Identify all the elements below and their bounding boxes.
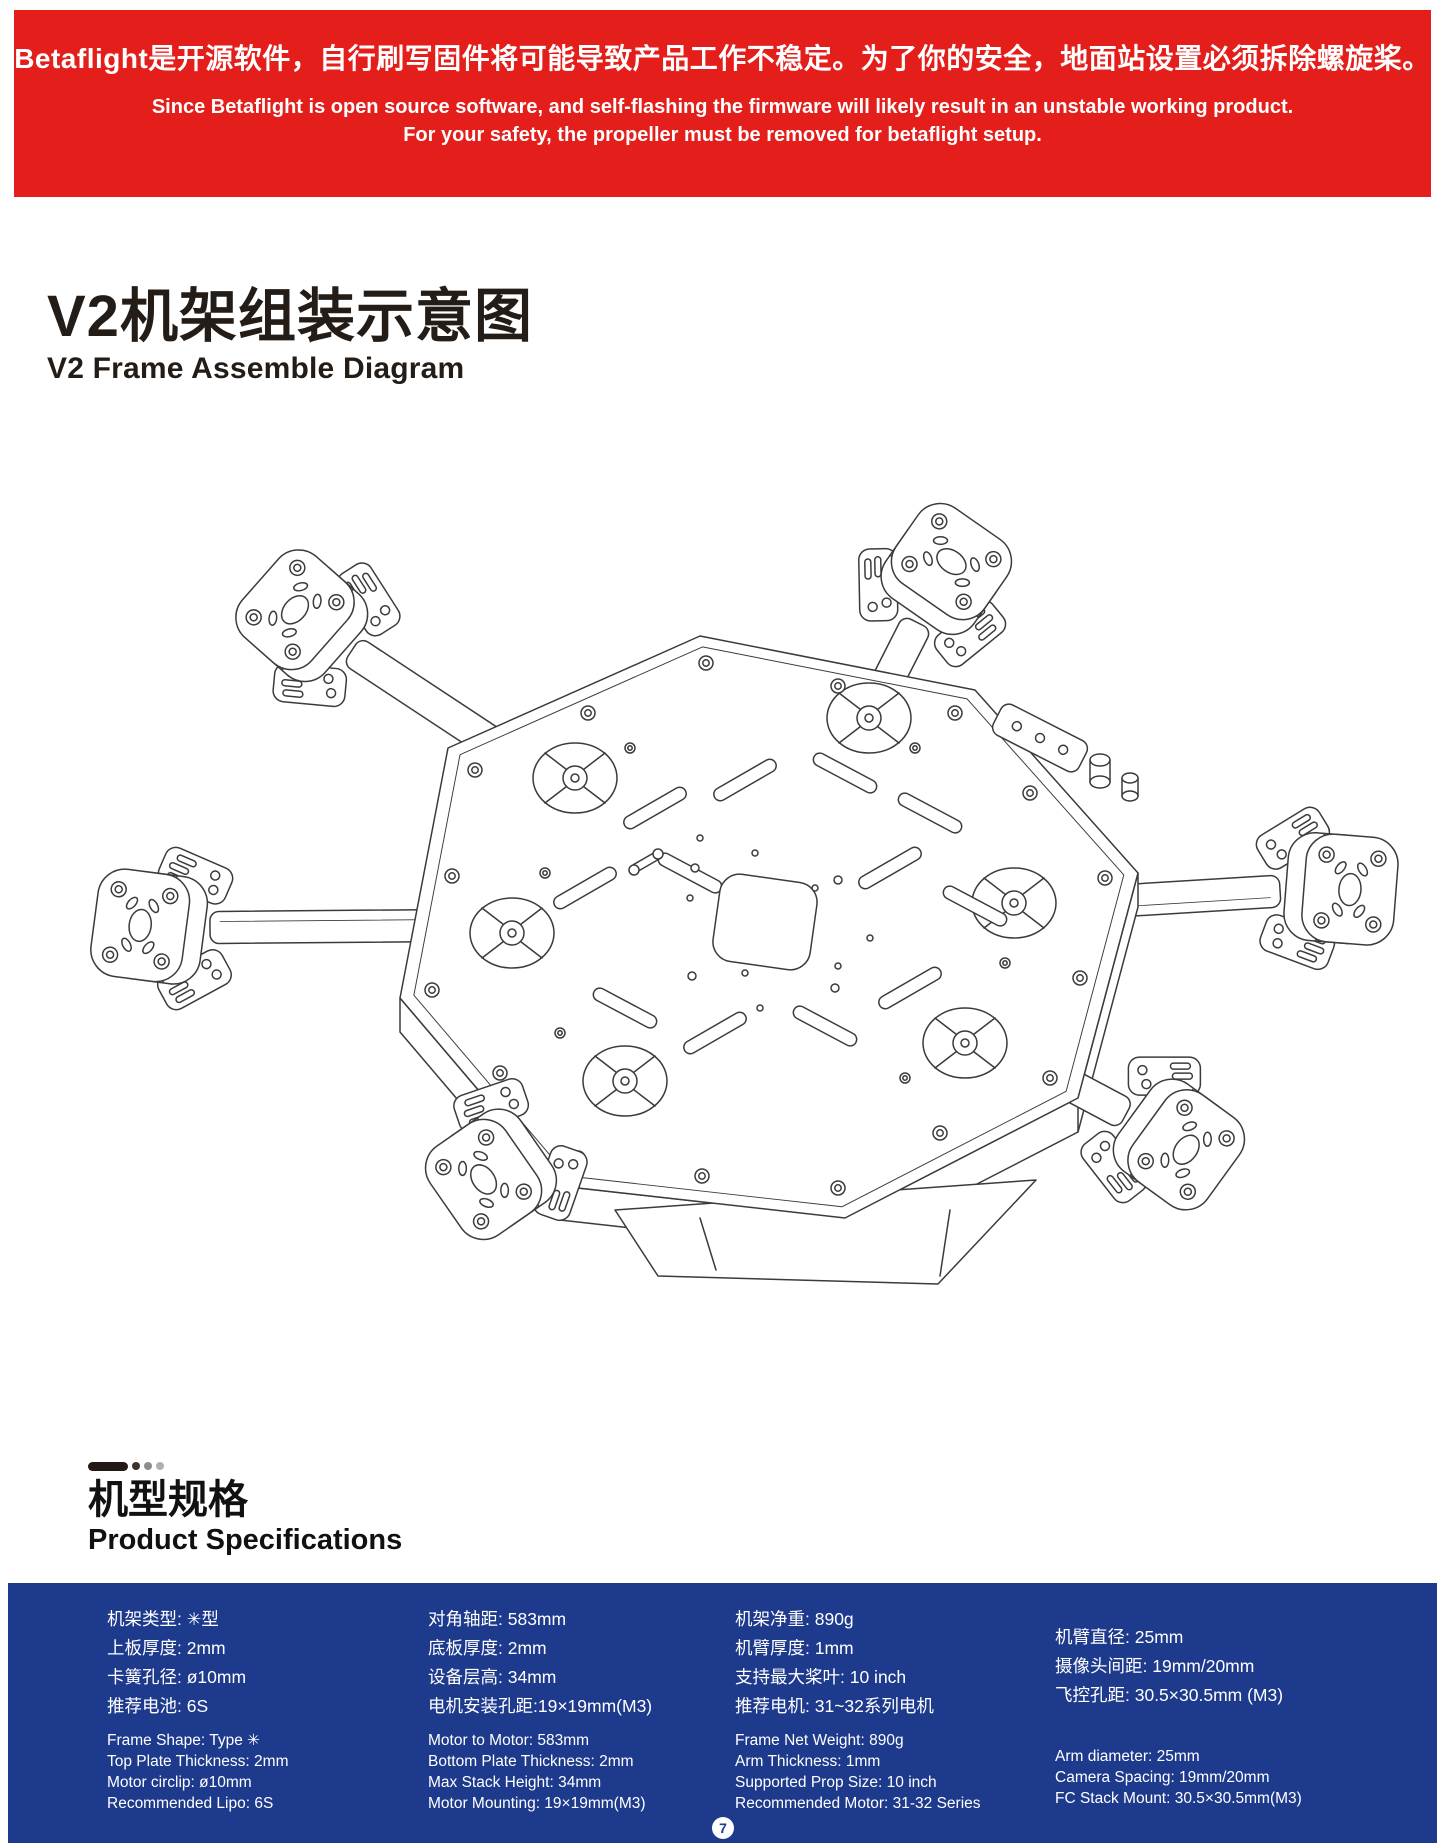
warning-text-en-line1: Since Betaflight is open source software… bbox=[151, 96, 1294, 118]
spec-column-en-1: Frame Shape: Type ✳ Top Plate Thickness:… bbox=[107, 1730, 288, 1814]
spec-item: Max Stack Height: 34mm bbox=[428, 1774, 602, 1791]
spec-item: Bottom Plate Thickness: 2mm bbox=[428, 1753, 634, 1770]
spec-item: Camera Spacing: 19mm/20mm bbox=[1055, 1768, 1270, 1786]
section-title-en: Product Specifications bbox=[88, 1524, 403, 1556]
spec-item: 对角轴距: 583mm bbox=[428, 1609, 567, 1629]
spec-item: 上板厚度: 2mm bbox=[107, 1638, 226, 1658]
spec-item: Motor Mounting: 19×19mm(M3) bbox=[428, 1795, 646, 1812]
spec-item: 机臂直径: 25mm bbox=[1055, 1626, 1184, 1647]
divider-dot bbox=[156, 1462, 164, 1470]
warning-text-zh: Betaflight是开源软件，自行刷写固件将可能导致产品工作不稳定。为了你的安… bbox=[14, 43, 1431, 74]
spec-item bbox=[1055, 1730, 1302, 1746]
warning-banner: Betaflight是开源软件，自行刷写固件将可能导致产品工作不稳定。为了你的安… bbox=[14, 10, 1431, 197]
page-title: V2机架组装示意图 V2 Frame Assemble Diagram bbox=[47, 286, 533, 386]
page-title-zh: V2机架组装示意图 bbox=[47, 284, 533, 349]
spec-item: Frame Shape: Type ✳ bbox=[107, 1732, 261, 1749]
page-title-en: V2 Frame Assemble Diagram bbox=[47, 352, 465, 385]
spec-item: FC Stack Mount: 30.5×30.5mm(M3) bbox=[1055, 1789, 1302, 1807]
spec-item: Recommended Motor: 31-32 Series bbox=[735, 1795, 981, 1812]
spec-item: 底板厚度: 2mm bbox=[428, 1638, 547, 1658]
spec-item: 支持最大桨叶: 10 inch bbox=[735, 1667, 907, 1687]
spec-column-zh-4: 机臂直径: 25mm 摄像头间距: 19mm/20mm 飞控孔距: 30.5×3… bbox=[1055, 1605, 1283, 1710]
spec-item: 机架类型: ✳型 bbox=[107, 1609, 219, 1629]
divider-bar bbox=[88, 1461, 128, 1471]
spec-item: 推荐电机: 31~32系列电机 bbox=[735, 1696, 934, 1716]
page-number-badge: 7 bbox=[712, 1817, 734, 1839]
spec-item: Frame Net Weight: 890g bbox=[735, 1732, 904, 1749]
spec-item: Arm Thickness: 1mm bbox=[735, 1753, 881, 1770]
section-title-zh: 机型规格 bbox=[88, 1478, 248, 1522]
spec-item: Top Plate Thickness: 2mm bbox=[107, 1753, 289, 1770]
divider-dot bbox=[132, 1462, 140, 1470]
spec-item: Supported Prop Size: 10 inch bbox=[735, 1774, 937, 1791]
spec-column-en-4: Arm diameter: 25mm Camera Spacing: 19mm/… bbox=[1055, 1730, 1302, 1809]
spec-item: 设备层高: 34mm bbox=[428, 1667, 557, 1687]
spec-item: 摄像头间距: 19mm/20mm bbox=[1055, 1655, 1255, 1676]
spec-item: 推荐电池: 6S bbox=[107, 1696, 209, 1716]
spec-column-zh-3: 机架净重: 890g 机臂厚度: 1mm 支持最大桨叶: 10 inch 推荐电… bbox=[735, 1605, 934, 1721]
spec-item: 电机安装孔距:19×19mm(M3) bbox=[428, 1696, 653, 1716]
spec-column-zh-2: 对角轴距: 583mm 底板厚度: 2mm 设备层高: 34mm 电机安装孔距:… bbox=[428, 1605, 652, 1721]
spec-item: 机架净重: 890g bbox=[735, 1609, 854, 1629]
spec-column-en-3: Frame Net Weight: 890g Arm Thickness: 1m… bbox=[735, 1730, 981, 1814]
page-number: 7 bbox=[719, 1820, 727, 1836]
spec-item bbox=[1055, 1605, 1283, 1623]
spec-item: 飞控孔距: 30.5×30.5mm (M3) bbox=[1055, 1684, 1284, 1705]
warning-text-en: Since Betaflight is open source software… bbox=[14, 93, 1431, 149]
specifications-panel: 机架类型: ✳型 上板厚度: 2mm 卡簧孔径: ø10mm 推荐电池: 6S … bbox=[8, 1583, 1437, 1843]
divider-dot bbox=[144, 1462, 152, 1470]
spec-column-en-2: Motor to Motor: 583mm Bottom Plate Thick… bbox=[428, 1730, 646, 1814]
spec-item: 卡簧孔径: ø10mm bbox=[107, 1667, 247, 1687]
spec-item: Motor circlip: ø10mm bbox=[107, 1774, 252, 1791]
spec-item: Recommended Lipo: 6S bbox=[107, 1795, 274, 1812]
hexacopter-isometric-drawing bbox=[85, 473, 1409, 1285]
spec-column-zh-1: 机架类型: ✳型 上板厚度: 2mm 卡簧孔径: ø10mm 推荐电池: 6S bbox=[107, 1605, 246, 1721]
section-divider bbox=[88, 1461, 402, 1471]
spec-item: Arm diameter: 25mm bbox=[1055, 1747, 1200, 1765]
spec-item: 机臂厚度: 1mm bbox=[735, 1638, 854, 1658]
frame-assembly-diagram bbox=[0, 418, 1445, 1298]
spec-item: Motor to Motor: 583mm bbox=[428, 1732, 590, 1749]
warning-text-en-line2: For your safety, the propeller must be r… bbox=[403, 124, 1042, 146]
section-heading: 机型规格 Product Specifications bbox=[88, 1461, 402, 1557]
